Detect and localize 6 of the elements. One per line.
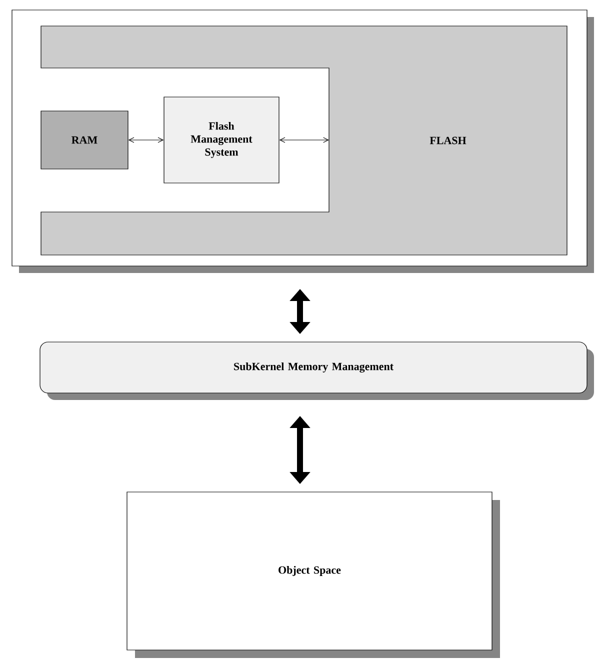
ram-box: RAM [40, 110, 128, 170]
process-box: Flash Management System [164, 96, 280, 184]
layer-box: SubKernel Memory Management [40, 342, 594, 400]
arrow [279, 137, 329, 143]
arrow [128, 137, 164, 143]
object-space-box: Object Space [126, 492, 500, 658]
